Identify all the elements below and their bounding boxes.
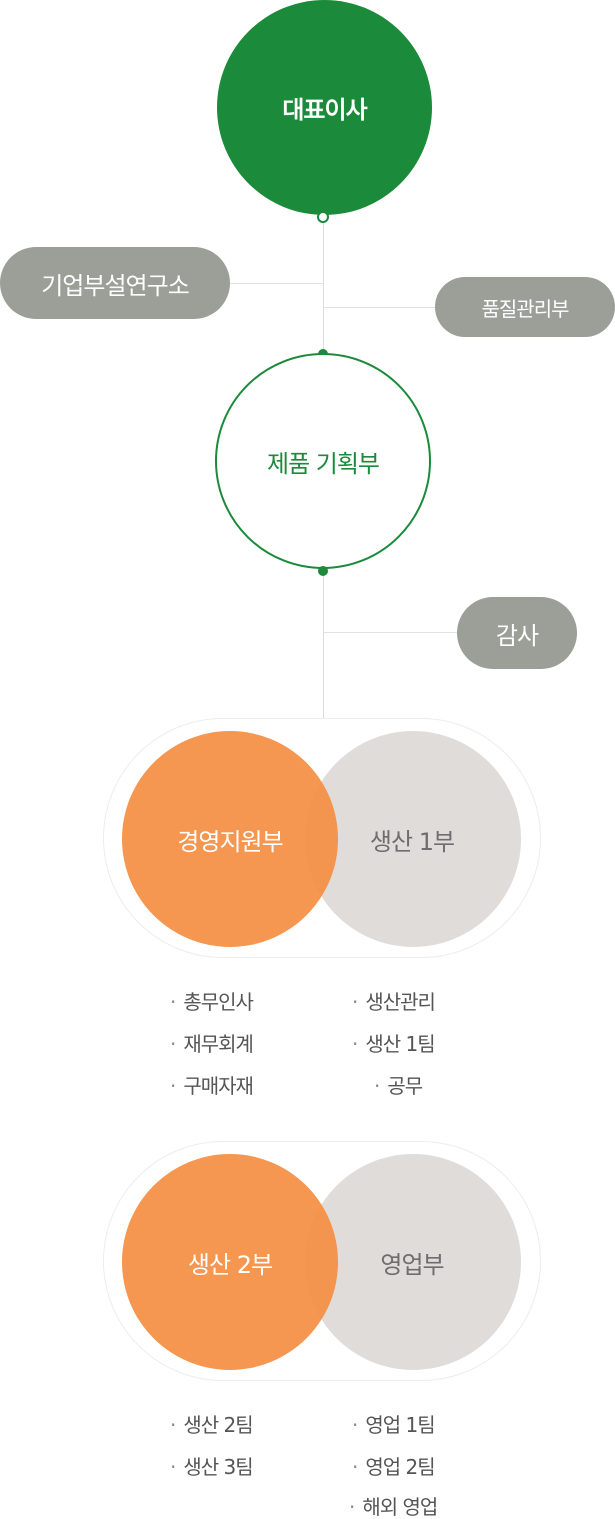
group2-left-item: ·생산 3팀 (170, 1455, 254, 1479)
ceo-node: 대표이사 (217, 0, 432, 215)
group1-left-label: 경영지원부 (177, 827, 283, 856)
group2-right-item: ·영업 2팀 (352, 1455, 436, 1479)
group2-right-label: 영업부 (380, 1250, 444, 1279)
group1-right-item: ·생산관리 (352, 990, 436, 1014)
quality-label: 품질관리부 (481, 296, 570, 321)
group2-right-circle: 영업부 (305, 1154, 521, 1370)
main-connector-top (323, 218, 324, 354)
quality-node: 품질관리부 (435, 277, 615, 337)
plan-bottom-dot (318, 566, 328, 576)
product-planning-label: 제품 기획부 (266, 449, 380, 478)
group2-right-item: ·해외 영업 (349, 1495, 438, 1519)
ceo-label: 대표이사 (282, 96, 367, 124)
main-connector-bottom (323, 572, 324, 718)
connector-audit (323, 632, 459, 633)
connector-research-lab (228, 283, 324, 284)
research-lab-node: 기업부설연구소 (0, 247, 230, 319)
group2-left-item: ·생산 2팀 (170, 1413, 254, 1437)
group1-right-label: 생산 1부 (369, 827, 455, 856)
product-planning-node: 제품 기획부 (215, 353, 431, 569)
audit-node: 감사 (457, 597, 577, 669)
group2-left-label: 생산 2부 (187, 1250, 273, 1279)
group1-left-item: ·구매자재 (170, 1074, 254, 1098)
group1-right-item: ·생산 1팀 (352, 1032, 436, 1056)
connector-quality (323, 307, 437, 308)
group1-left-circle: 경영지원부 (122, 731, 338, 947)
group2-left-circle: 생산 2부 (122, 1154, 338, 1370)
group1-right-circle: 생산 1부 (305, 731, 521, 947)
group1-right-item: ·공무 (374, 1074, 423, 1098)
audit-label: 감사 (495, 621, 539, 650)
ceo-bottom-dot (317, 211, 329, 223)
research-lab-label: 기업부설연구소 (41, 271, 190, 300)
group2-right-item: ·영업 1팀 (352, 1413, 436, 1437)
group1-left-item: ·총무인사 (170, 990, 254, 1014)
group1-left-item: ·재무회계 (170, 1032, 254, 1056)
